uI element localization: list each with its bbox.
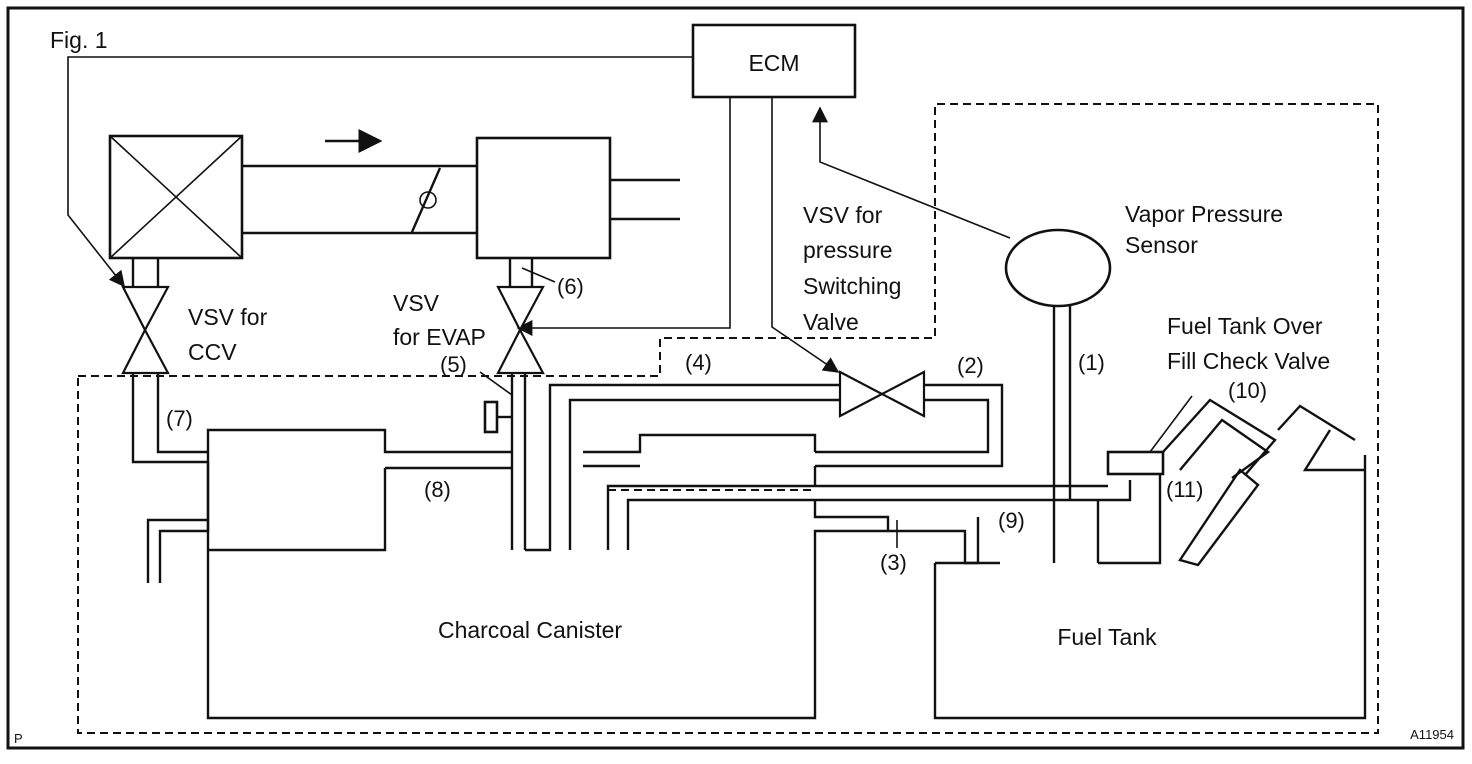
vsv-ccv-lower xyxy=(121,327,170,375)
ref-5-leader xyxy=(479,371,513,396)
sensor-to-ecm-signal xyxy=(812,106,1011,239)
canister-label: Charcoal Canister xyxy=(438,617,622,643)
ecm-to-evap-signal xyxy=(516,97,731,336)
figure-label: Fig. 1 xyxy=(50,27,108,53)
canister-body-outline xyxy=(206,452,1000,720)
vent-pipe-inner xyxy=(158,529,208,583)
pipe-9-inner xyxy=(626,498,815,550)
vapor-pressure-sensor xyxy=(1004,228,1112,308)
intake-manifold-box xyxy=(475,136,612,260)
filler-side xyxy=(1302,429,1365,472)
ecm-to-ccv-signal xyxy=(67,56,693,288)
vsv-evap-upper xyxy=(496,285,545,333)
air-cleaner-cross-b xyxy=(109,135,243,259)
check-valve-label-1: Fuel Tank Over xyxy=(1167,313,1323,339)
vsv-ccv-label-2: CCV xyxy=(188,339,237,365)
ecm-label: ECM xyxy=(748,50,799,76)
vsv-evap-label-1: VSV xyxy=(393,290,440,316)
ecm-to-pressure-vsv-signal xyxy=(771,97,840,373)
vapor-sensor-label-1: Vapor Pressure xyxy=(1125,201,1283,227)
canister-chamber8-side xyxy=(208,468,387,552)
check-valve-leader xyxy=(1149,395,1193,453)
vsv-pressure-label-2: pressure xyxy=(803,237,892,263)
pipe-2-inner xyxy=(568,398,842,550)
ref-10: (10) xyxy=(1228,378,1267,403)
ref-6-leader xyxy=(521,267,556,283)
vent-pipe-outer xyxy=(146,518,208,583)
pipe-2-outer xyxy=(815,383,1004,468)
check-valve-label-2: Fill Check Valve xyxy=(1167,348,1330,374)
filler-neck-inner xyxy=(1179,418,1271,479)
pipe-2-return xyxy=(815,398,990,454)
ref-5: (5) xyxy=(440,352,467,377)
ref-2: (2) xyxy=(957,353,984,378)
filler-neck-tube xyxy=(1178,468,1260,567)
vsv-ccv-label-1: VSV for xyxy=(188,304,268,330)
vsv-evap-lower xyxy=(496,327,545,375)
ref-9: (9) xyxy=(998,508,1025,533)
ref-6: (6) xyxy=(557,274,584,299)
ecm-box xyxy=(691,23,857,99)
outer-frame xyxy=(6,6,1465,750)
pipe-4-left xyxy=(525,383,660,552)
vsv-ccv-upper xyxy=(121,285,170,333)
evap-small-port xyxy=(483,400,499,434)
throttle-shaft xyxy=(419,191,437,209)
ref-4: (4) xyxy=(685,350,712,375)
ccv-pipe-left xyxy=(131,373,208,464)
filler-cap-line xyxy=(1277,404,1356,442)
corner-left-mark: P xyxy=(14,731,23,746)
pipe-9-bottom xyxy=(815,480,1132,502)
ref-3: (3) xyxy=(880,550,907,575)
ref-11: (11) xyxy=(1166,477,1204,502)
vsv-pressure-label-1: VSV for xyxy=(803,202,883,228)
fuel-tank-label: Fuel Tank xyxy=(1057,624,1157,650)
vapor-sensor-label-2: Sensor xyxy=(1125,232,1198,258)
check-valve-body xyxy=(1106,450,1165,476)
canister-top-left xyxy=(206,428,512,454)
ref-1: (1) xyxy=(1078,350,1105,375)
ref-8: (8) xyxy=(424,477,451,502)
corner-right-code: A11954 xyxy=(1410,727,1454,742)
throttle-valve xyxy=(410,167,442,233)
vsv-pressure-label-4: Valve xyxy=(803,309,859,335)
vsv-pressure-label-3: Switching xyxy=(803,273,901,299)
pipe-9-left xyxy=(606,484,815,550)
fuel-tank-outline xyxy=(933,455,1367,720)
pipe-3-stub xyxy=(813,500,890,531)
canister-upper-right xyxy=(583,433,817,454)
ref-7: (7) xyxy=(166,406,193,431)
vsv-evap-label-2: for EVAP xyxy=(393,324,486,350)
fuel-tank-top-mid xyxy=(1098,470,1162,565)
vsv-pressure-right xyxy=(879,370,926,418)
system-boundary-dashed xyxy=(77,103,1379,734)
vsv-pressure-left xyxy=(838,370,885,418)
ccv-pipe-right xyxy=(156,373,208,454)
